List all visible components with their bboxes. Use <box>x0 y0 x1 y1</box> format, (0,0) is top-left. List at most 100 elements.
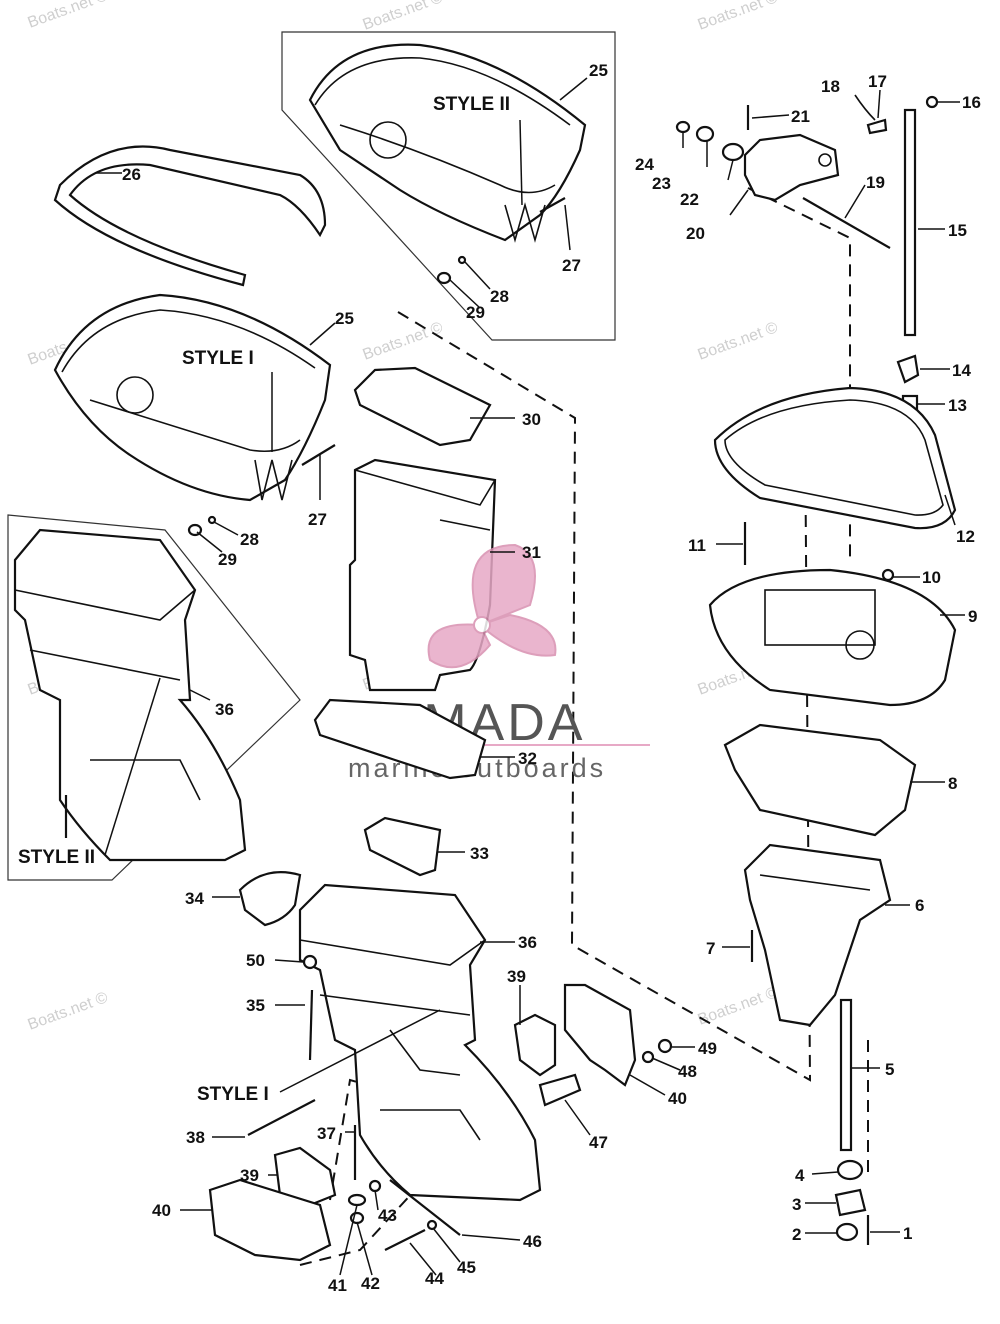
leader-lines <box>95 77 965 1276</box>
callout: 18 <box>821 77 840 96</box>
callout: 40 <box>152 1201 171 1220</box>
callout: 7 <box>706 939 715 958</box>
callout: 19 <box>866 173 885 192</box>
bracket-39-right <box>513 1013 557 1077</box>
seal-strip-26 <box>53 145 327 287</box>
callout: 17 <box>868 72 887 91</box>
callout: 36 <box>518 933 537 952</box>
style-ii-inset-box-top <box>281 31 616 341</box>
washer-28-top <box>457 255 467 265</box>
plate-47 <box>538 1073 582 1107</box>
callout: 39 <box>240 1166 259 1185</box>
exhaust-housing-6 <box>743 843 892 1027</box>
callout: 50 <box>246 951 265 970</box>
callout: 20 <box>686 224 705 243</box>
screw-27-top <box>539 197 566 213</box>
callout: 12 <box>956 527 975 546</box>
clip-17 <box>866 118 888 135</box>
callout: 29 <box>466 303 485 322</box>
callout: 39 <box>507 967 526 986</box>
nut-16 <box>925 95 939 109</box>
nut-24 <box>675 120 691 134</box>
callout: 28 <box>490 287 509 306</box>
upper-housing-25-style-ii <box>308 43 587 243</box>
ground-strap-46 <box>389 1179 461 1236</box>
callout-numbers: 25 26 27 28 29 25 27 28 29 30 31 32 33 3… <box>122 61 981 1295</box>
adapter-plate-9 <box>708 568 957 707</box>
callout: 38 <box>186 1128 205 1147</box>
washer-48 <box>641 1050 655 1064</box>
screw-27-lower <box>301 444 336 466</box>
callout: 9 <box>968 607 977 626</box>
cover-40-left <box>208 1178 332 1262</box>
callout: 11 <box>688 536 706 555</box>
nut-29-top <box>436 271 452 285</box>
callout: 27 <box>562 256 581 275</box>
washer-28-lower <box>207 515 217 525</box>
callout: 49 <box>698 1039 717 1058</box>
callout: 6 <box>915 896 924 915</box>
callout: 10 <box>922 568 941 587</box>
watermark: Boats.net © <box>696 0 781 34</box>
callout: 25 <box>335 309 354 328</box>
callout: 40 <box>668 1089 687 1108</box>
callout: 3 <box>792 1195 801 1214</box>
callout: 1 <box>903 1224 912 1243</box>
style-ii-label-top: STYLE II <box>433 94 510 115</box>
callout: 14 <box>952 361 971 380</box>
callout: 16 <box>962 93 981 112</box>
washer-45 <box>426 1219 438 1231</box>
callout: 37 <box>317 1124 336 1143</box>
bolt-19 <box>802 197 891 249</box>
driveshaft-housing-36-main <box>298 883 542 1202</box>
watermark: Boats.net © <box>361 319 446 364</box>
grommet-30 <box>353 366 492 447</box>
callout: 35 <box>246 996 265 1015</box>
callout: 15 <box>948 221 967 240</box>
pin-18 <box>854 94 876 121</box>
callout: 45 <box>457 1258 476 1277</box>
nut-10 <box>881 568 895 582</box>
callout: 4 <box>795 1166 805 1185</box>
watermark: Boats.net © <box>361 0 446 34</box>
nut-49 <box>657 1038 673 1054</box>
watermark: Boats.net © <box>696 319 781 364</box>
callout: 33 <box>470 844 489 863</box>
callout: 28 <box>240 530 259 549</box>
washer-50 <box>302 954 318 970</box>
callout: 13 <box>948 396 967 415</box>
callout: 44 <box>425 1269 444 1288</box>
screw-43 <box>368 1179 382 1193</box>
callout: 48 <box>678 1062 697 1081</box>
bushing-4 <box>836 1159 864 1181</box>
callout: 22 <box>680 190 699 209</box>
rod-5 <box>839 998 853 1152</box>
callout: 43 <box>378 1206 397 1225</box>
watermark: Boats.net © <box>26 989 111 1034</box>
driveshaft-housing-36-style-ii <box>13 528 247 862</box>
callout: 8 <box>948 774 957 793</box>
bolt-44 <box>384 1229 426 1251</box>
callout: 26 <box>122 165 141 184</box>
callout: 5 <box>885 1060 894 1079</box>
callout: 47 <box>589 1133 608 1152</box>
callout: 23 <box>652 174 671 193</box>
callout: 46 <box>523 1232 542 1251</box>
armada-propeller-logo <box>427 543 557 669</box>
seal-12 <box>713 386 957 530</box>
callout: 27 <box>308 510 327 529</box>
callout: 29 <box>218 550 237 569</box>
callout: 2 <box>792 1225 801 1244</box>
style-i-label-upper: STYLE I <box>182 348 254 369</box>
washer-23 <box>695 125 715 143</box>
bushing-22 <box>721 142 745 162</box>
callout: 42 <box>361 1274 380 1293</box>
bracket-20 <box>743 133 840 202</box>
bushing-14 <box>896 354 920 384</box>
gasket-32 <box>313 698 487 780</box>
callout: 31 <box>522 543 541 562</box>
callout: 41 <box>328 1276 347 1295</box>
style-ii-label-left: STYLE II <box>18 847 95 868</box>
bracket-3 <box>834 1188 867 1217</box>
